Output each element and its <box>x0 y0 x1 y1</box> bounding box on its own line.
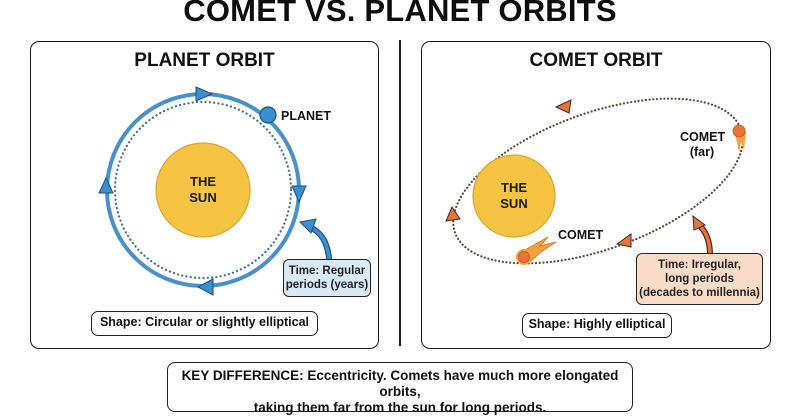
sun-icon <box>155 142 251 238</box>
panel-divider <box>399 40 401 346</box>
comet-near-label: COMET <box>558 228 604 242</box>
planet-icon <box>259 106 277 124</box>
note-line: periods (years) <box>285 279 369 291</box>
planet-label: PLANET <box>281 109 331 123</box>
label-line: (far) <box>689 145 715 159</box>
sun-label-line: THE <box>501 180 527 195</box>
comet-orbit-art-overlay <box>445 97 746 265</box>
note-line: (decades to millennia) <box>639 287 760 299</box>
comet-panel-title: COMET ORBIT <box>529 50 663 71</box>
orbit-direction-arrow-icon <box>195 86 214 102</box>
planet-panel-title: PLANET ORBIT <box>134 50 275 71</box>
note-line: Time: Regular <box>288 265 366 277</box>
sun-label-line: SUN <box>500 196 528 211</box>
comet-far-icon <box>732 124 746 153</box>
comet-icon <box>516 236 557 265</box>
planet-orbit-dotted-trail <box>113 100 293 280</box>
key-difference-line: taking them far from the sun for long pe… <box>253 400 547 415</box>
sun-label-line: SUN <box>189 190 217 205</box>
key-difference-line: KEY DIFFERENCE: Eccentricity. Comets hav… <box>181 368 619 399</box>
planet-orbit-diagram <box>98 86 332 296</box>
planet-shape-label: Shape: Circular or slightly elliptical <box>91 311 318 336</box>
planet-sun-label: THE SUN <box>173 174 233 206</box>
comet-sun-label: THE SUN <box>484 180 544 212</box>
pointer-arrowhead-icon <box>298 218 317 234</box>
comet-shape-label: Shape: Highly elliptical <box>522 313 672 338</box>
planet-time-note: Time: Regular periods (years) <box>283 259 371 297</box>
comet-time-note: Time: Irregular, long periods (decades t… <box>636 253 763 305</box>
sun-label-line: THE <box>190 174 216 189</box>
label-line: COMET <box>680 130 726 144</box>
note-line: long periods <box>665 273 734 285</box>
page-title: COMET VS. PLANET ORBITS <box>183 0 617 28</box>
key-difference-box: KEY DIFFERENCE: Eccentricity. Comets hav… <box>167 362 633 415</box>
note-line: Time: Irregular, <box>658 259 741 271</box>
orbit-direction-arrow-icon <box>196 278 214 296</box>
orbit-direction-arrow-icon <box>291 185 307 204</box>
orbit-direction-arrow-icon <box>98 176 114 194</box>
comet-far-label: COMET (far) <box>680 130 726 160</box>
